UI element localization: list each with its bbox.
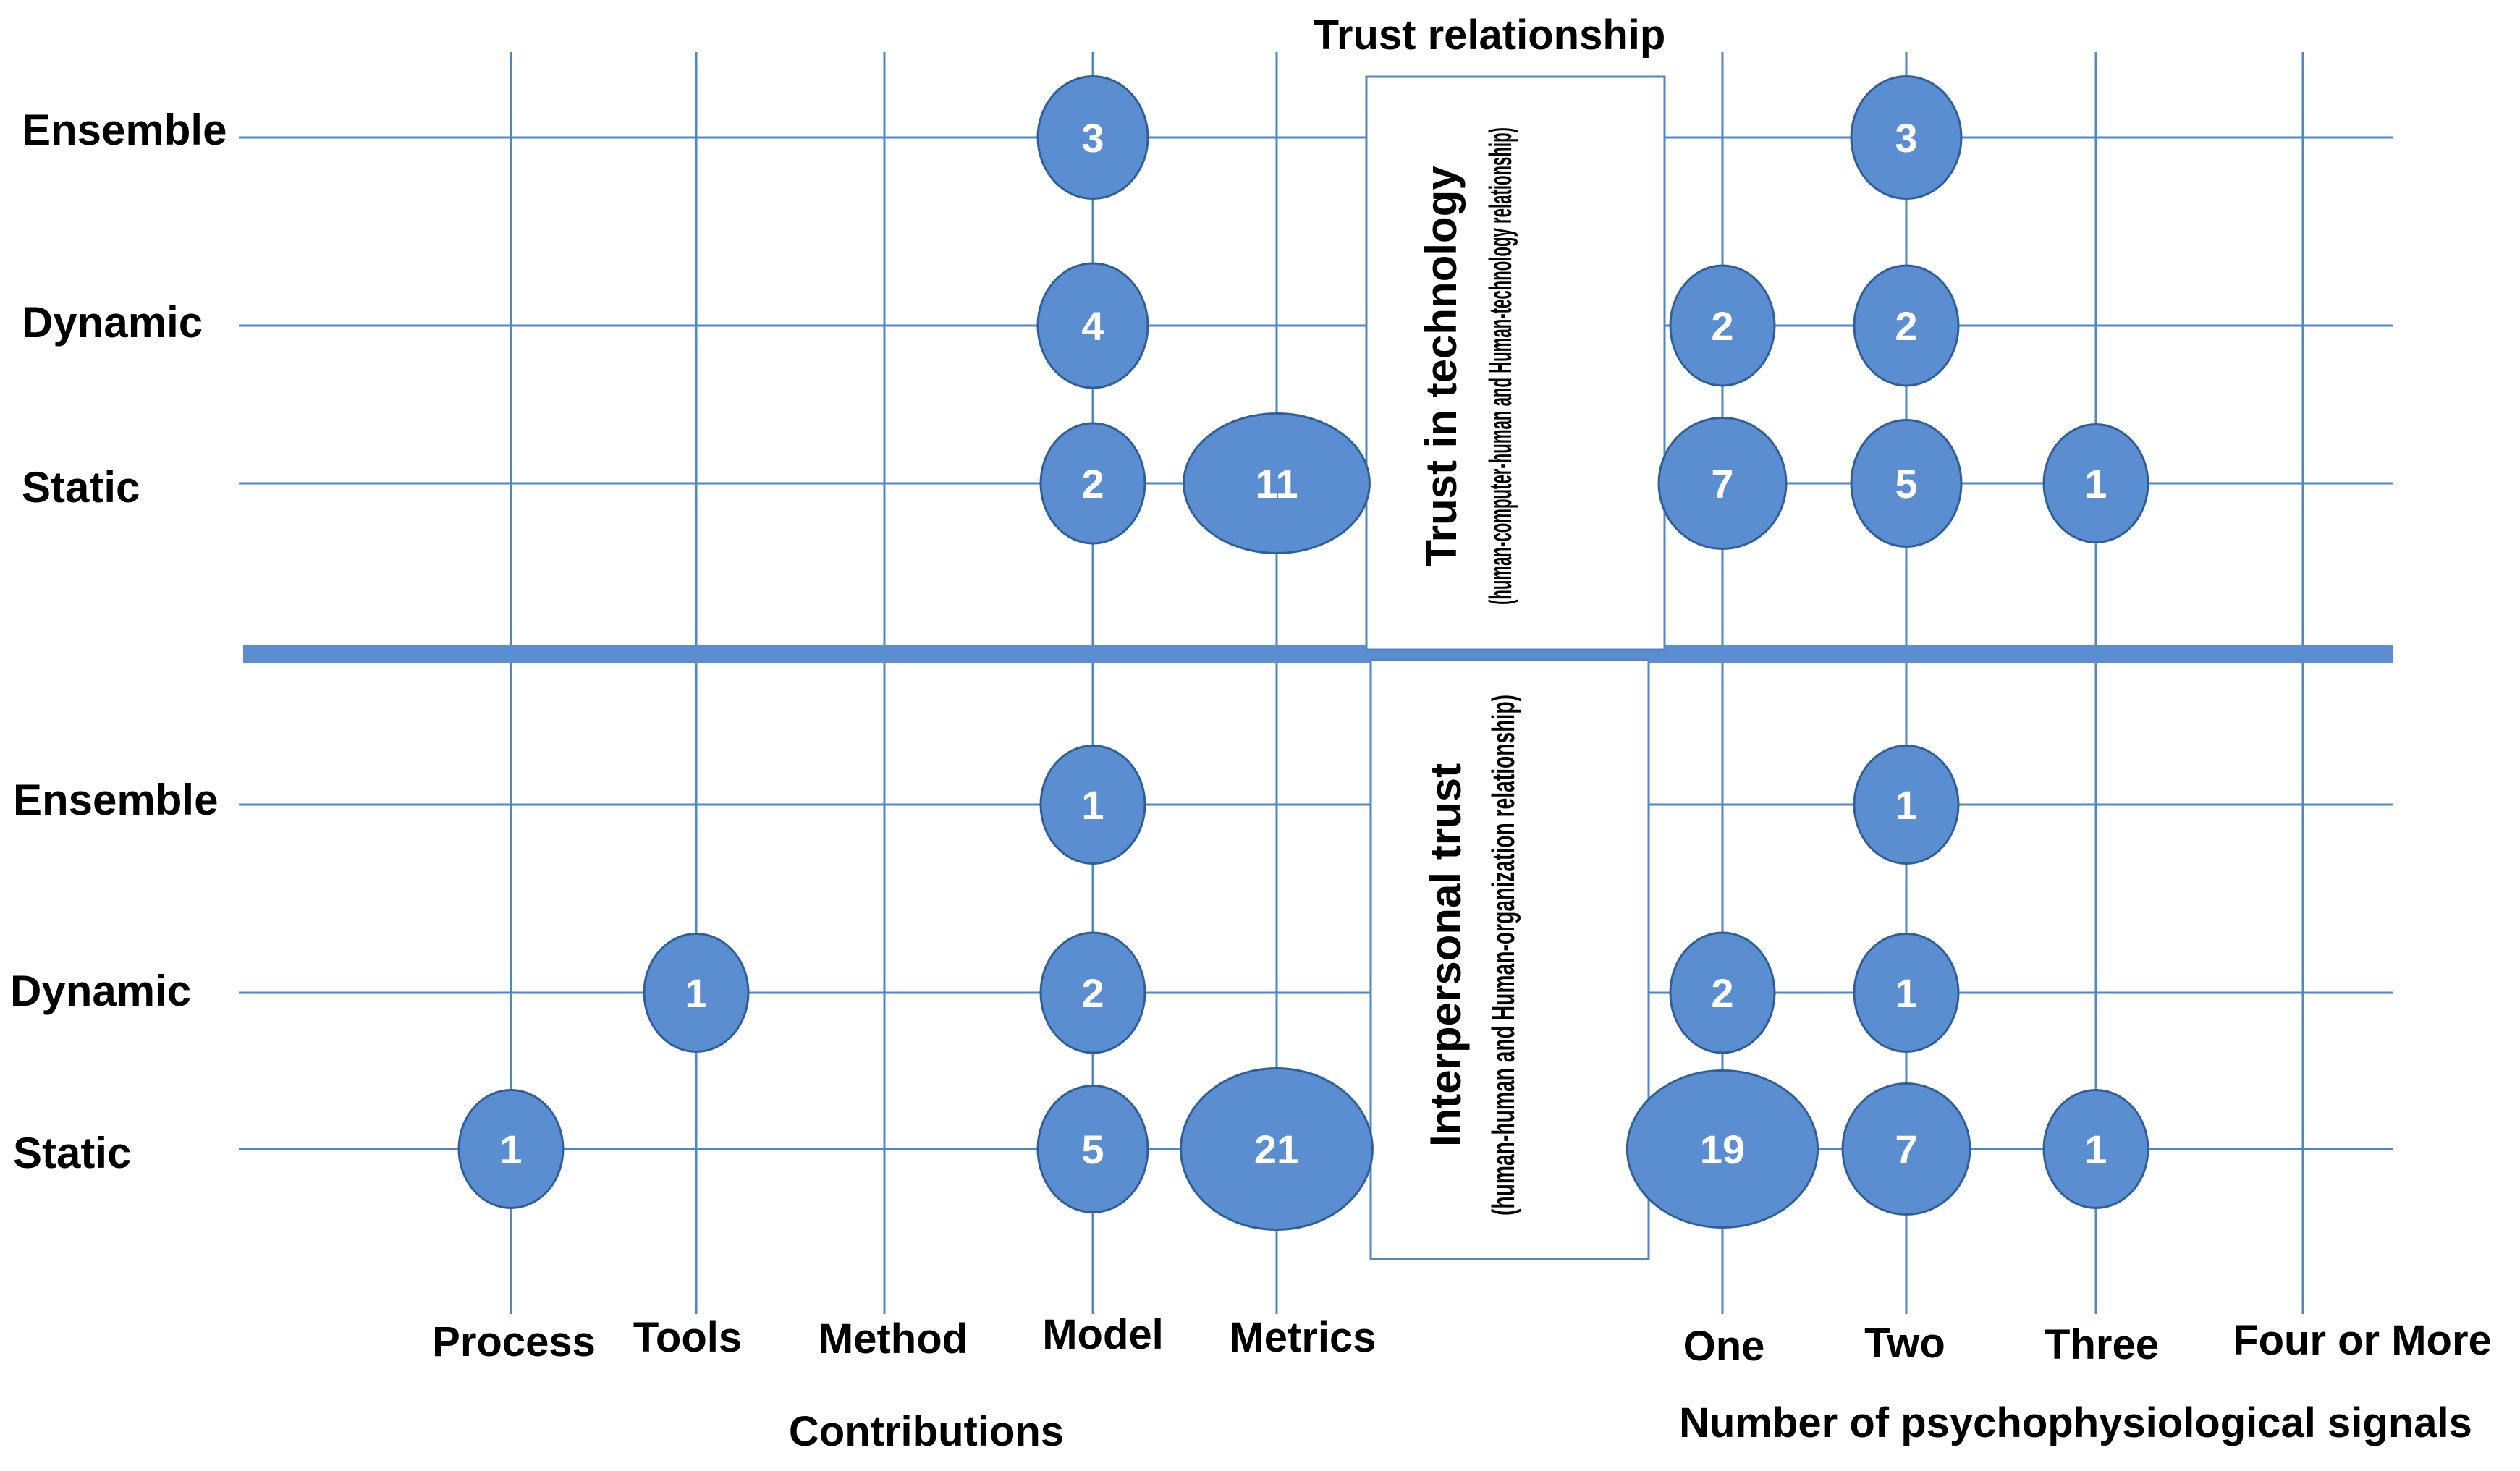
bubble-one-dynamic-technology [1669, 264, 1776, 387]
bubble-three-static-interpersonal [2042, 1089, 2149, 1209]
bubble-label-one-static-interpersonal: 19 [1700, 1127, 1745, 1172]
tick-label-three: Three [2045, 1321, 2159, 1368]
bubble-label-model-static-technology: 2 [1081, 461, 1104, 506]
bubble-label-one-dynamic-interpersonal: 2 [1711, 970, 1733, 1016]
row-label-dynamic-top: Dynamic [22, 298, 203, 347]
bubble-two-ensemble-technology [1850, 75, 1963, 200]
bubble-label-three-static-technology: 1 [2084, 461, 2107, 506]
bubble-label-three-static-interpersonal: 1 [2084, 1127, 2107, 1172]
bubble-label-two-ensemble-technology: 3 [1895, 115, 1917, 161]
bubble-model-dynamic-technology [1036, 262, 1149, 389]
row-label-ensemble-bottom: Ensemble [13, 776, 218, 824]
bubble-label-model-ensemble-interpersonal: 1 [1081, 782, 1104, 828]
tick-label-one: One [1683, 1323, 1765, 1370]
bubble-label-model-ensemble-technology: 3 [1081, 115, 1104, 161]
bubble-two-static-interpersonal [1841, 1082, 1971, 1216]
tick-label-process: Process [432, 1318, 596, 1365]
interpersonal-trust-title: Interpersonal trust [1421, 763, 1470, 1147]
bubble-one-static-interpersonal [1625, 1069, 1819, 1229]
bubble-label-one-dynamic-technology: 2 [1711, 303, 1733, 349]
row-label-static-bottom: Static [13, 1129, 131, 1177]
bubble-process-static-interpersonal [457, 1089, 565, 1209]
chart-title: Trust relationship [1314, 12, 1666, 59]
bubble-one-dynamic-interpersonal [1669, 931, 1776, 1054]
bubble-one-static-technology [1657, 417, 1788, 550]
bubble-two-ensemble-interpersonal [1853, 745, 1960, 865]
trust-in-technology-subtitle: (human-computer-human and Human-technolo… [1483, 127, 1518, 605]
bubble-model-ensemble-technology [1036, 75, 1149, 200]
bubble-label-two-static-technology: 5 [1895, 461, 1917, 506]
bubble-two-dynamic-interpersonal [1853, 933, 1960, 1053]
bubble-label-model-static-interpersonal: 5 [1081, 1127, 1104, 1172]
interpersonal-trust-subtitle: (human-human and Human-organization rela… [1486, 695, 1521, 1216]
bubble-label-process-static-interpersonal: 1 [499, 1127, 522, 1172]
signals-axis-title: Number of psychophysiological signals [1679, 1399, 2472, 1446]
bubble-label-model-dynamic-technology: 4 [1081, 303, 1104, 349]
contributions-axis-title: Contributions [789, 1408, 1064, 1455]
bubble-model-static-technology [1039, 422, 1146, 545]
tick-label-method: Method [819, 1315, 968, 1362]
bubble-model-ensemble-interpersonal [1039, 745, 1146, 865]
bubble-label-two-ensemble-interpersonal: 1 [1895, 782, 1917, 828]
panel-divider [243, 645, 2393, 663]
row-label-static-top: Static [22, 463, 140, 512]
bubble-model-static-interpersonal [1036, 1085, 1149, 1213]
bubble-two-static-technology [1850, 419, 1963, 548]
trust-in-technology-box [1365, 75, 1666, 651]
interpersonal-trust-box [1369, 658, 1650, 1260]
bubble-label-metrics-static-technology: 11 [1255, 461, 1298, 506]
bubble-model-dynamic-interpersonal [1039, 931, 1146, 1054]
tick-label-metrics: Metrics [1229, 1314, 1376, 1361]
bubble-label-tools-dynamic-interpersonal: 1 [685, 970, 707, 1016]
bubble-tools-dynamic-interpersonal [643, 933, 750, 1053]
tick-label-model: Model [1042, 1311, 1164, 1358]
bubble-metrics-static-technology [1183, 412, 1371, 554]
bubble-label-one-static-technology: 7 [1711, 461, 1733, 506]
row-label-ensemble-top: Ensemble [22, 106, 227, 154]
tick-label-four-or-more: Four or More [2233, 1317, 2492, 1364]
row-label-dynamic-bottom: Dynamic [10, 967, 191, 1015]
bubble-label-metrics-static-interpersonal: 21 [1254, 1127, 1299, 1172]
bubble-two-dynamic-technology [1853, 264, 1960, 387]
bubble-label-two-dynamic-technology: 2 [1895, 303, 1917, 349]
bubble-label-two-dynamic-interpersonal: 1 [1895, 970, 1917, 1016]
trust-in-technology-title: Trust in technology [1417, 166, 1466, 567]
bubble-metrics-static-interpersonal [1180, 1067, 1374, 1231]
bubble-label-model-dynamic-interpersonal: 2 [1081, 970, 1104, 1016]
bubble-three-static-technology [2042, 423, 2149, 543]
tick-label-two: Two [1864, 1320, 1945, 1367]
tick-label-tools: Tools [633, 1314, 742, 1361]
bubble-label-two-static-interpersonal: 7 [1895, 1127, 1917, 1172]
